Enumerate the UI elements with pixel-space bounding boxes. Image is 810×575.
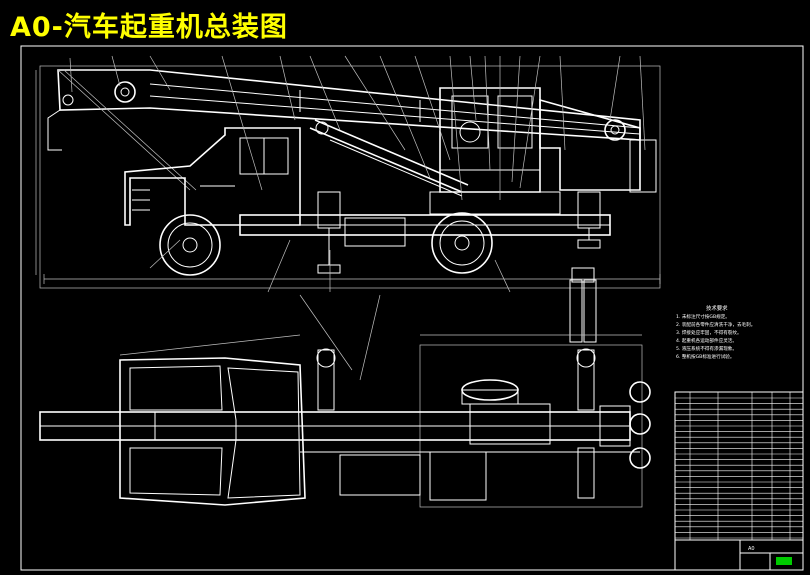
top-view (39, 294, 651, 508)
chassis-frame (239, 214, 611, 247)
boom-top (39, 403, 631, 447)
title-block: A0 (674, 539, 804, 571)
sheet-size-label: A0 (748, 546, 755, 552)
drawing-title: A0-汽车起重机总装图 (10, 12, 288, 43)
parts-list (674, 391, 804, 541)
notes-line: 2. 装配前各零件应清洗干净，去毛刺。 (676, 321, 755, 328)
parts-list-rows (675, 397, 803, 539)
top-outriggers (316, 348, 596, 499)
notes-line: 3. 焊接处应牢固，不得有裂纹。 (676, 329, 742, 336)
side-view (35, 55, 661, 293)
dimension-lines (35, 70, 661, 284)
notes-line: 1. 未标注尺寸按GB规定。 (676, 313, 730, 320)
side-wheels (159, 212, 493, 276)
side-outriggers (317, 191, 601, 274)
truck-cab (124, 127, 301, 226)
operator-cabin (429, 87, 561, 215)
outer-border (20, 45, 804, 571)
leader-lines (69, 55, 646, 293)
boom (47, 69, 641, 191)
turntable (461, 379, 519, 405)
side-view-frame (39, 65, 661, 289)
notes-line: 6. 整机按GB标准进行试验。 (676, 353, 735, 360)
rear-frame (300, 451, 640, 501)
notes-line: 4. 起重机各运动部件应灵活。 (676, 337, 737, 344)
projection-link (569, 267, 597, 343)
approval-stamp (776, 557, 792, 565)
top-leader-lines (119, 294, 642, 381)
luffing-cylinder (309, 119, 469, 197)
technical-requirements: 技术要求 1. 未标注尺寸按GB规定。 2. 装配前各零件应清洗干净，去毛刺。 … (676, 304, 755, 360)
hook-sheaves (629, 381, 651, 469)
notes-line: 5. 液压系统不得有渗漏现象。 (676, 345, 737, 352)
notes-heading: 技术要求 (706, 304, 728, 312)
counterweight (539, 98, 657, 193)
cab-top (119, 357, 306, 506)
